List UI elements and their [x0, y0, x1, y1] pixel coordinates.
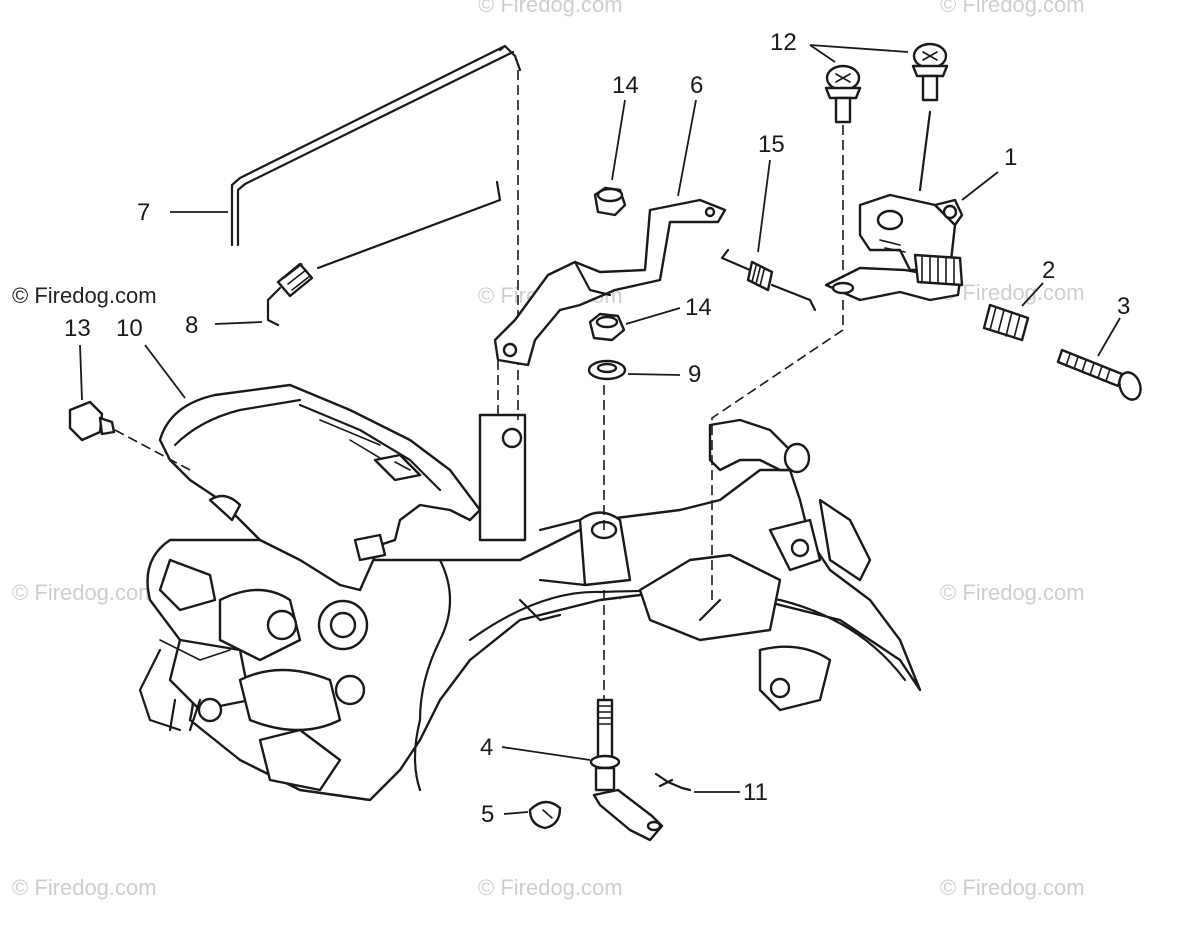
- spring-part-15: [720, 248, 817, 312]
- callout-labels: 1 2 3 4 5 6 7 8 9 10 11 12 13 14 14 15: [64, 29, 1130, 828]
- clip-part-5: [528, 800, 562, 830]
- callout-3: 3: [1117, 293, 1130, 320]
- watermark-bottom-right: © Firedog.com: [940, 875, 1085, 900]
- callout-11: 11: [743, 779, 768, 806]
- boss-hole: [783, 442, 811, 474]
- callout-5: 5: [481, 801, 494, 828]
- callout-7: 7: [137, 199, 150, 226]
- callout-12: 12: [770, 29, 797, 56]
- nut-part-14-top: [593, 186, 627, 217]
- watermark-mid-right: © Firedog.com: [940, 280, 1085, 305]
- watermark-bottom-left: © Firedog.com: [12, 875, 157, 900]
- callout-2: 2: [1042, 257, 1055, 284]
- callout-14-top: 14: [612, 72, 639, 99]
- watermark-lower-right: © Firedog.com: [940, 580, 1085, 605]
- lever-part-4: [589, 698, 664, 842]
- cover-part-10: [158, 383, 482, 592]
- watermark-top-center: © Firedog.com: [478, 0, 623, 17]
- engine-assembly: [138, 413, 922, 802]
- screw-part-3: [1056, 348, 1142, 401]
- assembly-guides: [497, 300, 844, 600]
- watermark-main-left: © Firedog.com: [12, 283, 157, 308]
- callout-10: 10: [116, 315, 143, 342]
- watermark-lower-left: © Firedog.com: [12, 580, 157, 605]
- pin-part-11: [654, 772, 692, 792]
- nut-part-14-lower: [588, 312, 626, 342]
- callout-6: 6: [690, 72, 703, 99]
- bracket-part-6: [493, 198, 727, 367]
- bracket-part-1: [824, 193, 964, 302]
- callout-8: 8: [185, 312, 198, 339]
- watermark-bottom-center: © Firedog.com: [478, 875, 623, 900]
- callout-15: 15: [758, 131, 785, 158]
- screw-part-12-right: [911, 42, 949, 192]
- spring-part-2: [982, 303, 1030, 342]
- spring-part-8: [266, 180, 502, 327]
- rod-part-7: [230, 44, 522, 420]
- callout-14-lower: 14: [685, 294, 712, 321]
- bolt-part-13: [68, 400, 191, 471]
- leader-lines: [79, 44, 1121, 815]
- callout-9: 9: [688, 361, 701, 388]
- screw-part-12-left: [824, 64, 862, 280]
- callout-13: 13: [64, 315, 91, 342]
- watermark-top-right: © Firedog.com: [940, 0, 1085, 17]
- callout-1: 1: [1004, 144, 1017, 171]
- callout-4: 4: [480, 734, 493, 761]
- washer-part-9: [587, 359, 627, 700]
